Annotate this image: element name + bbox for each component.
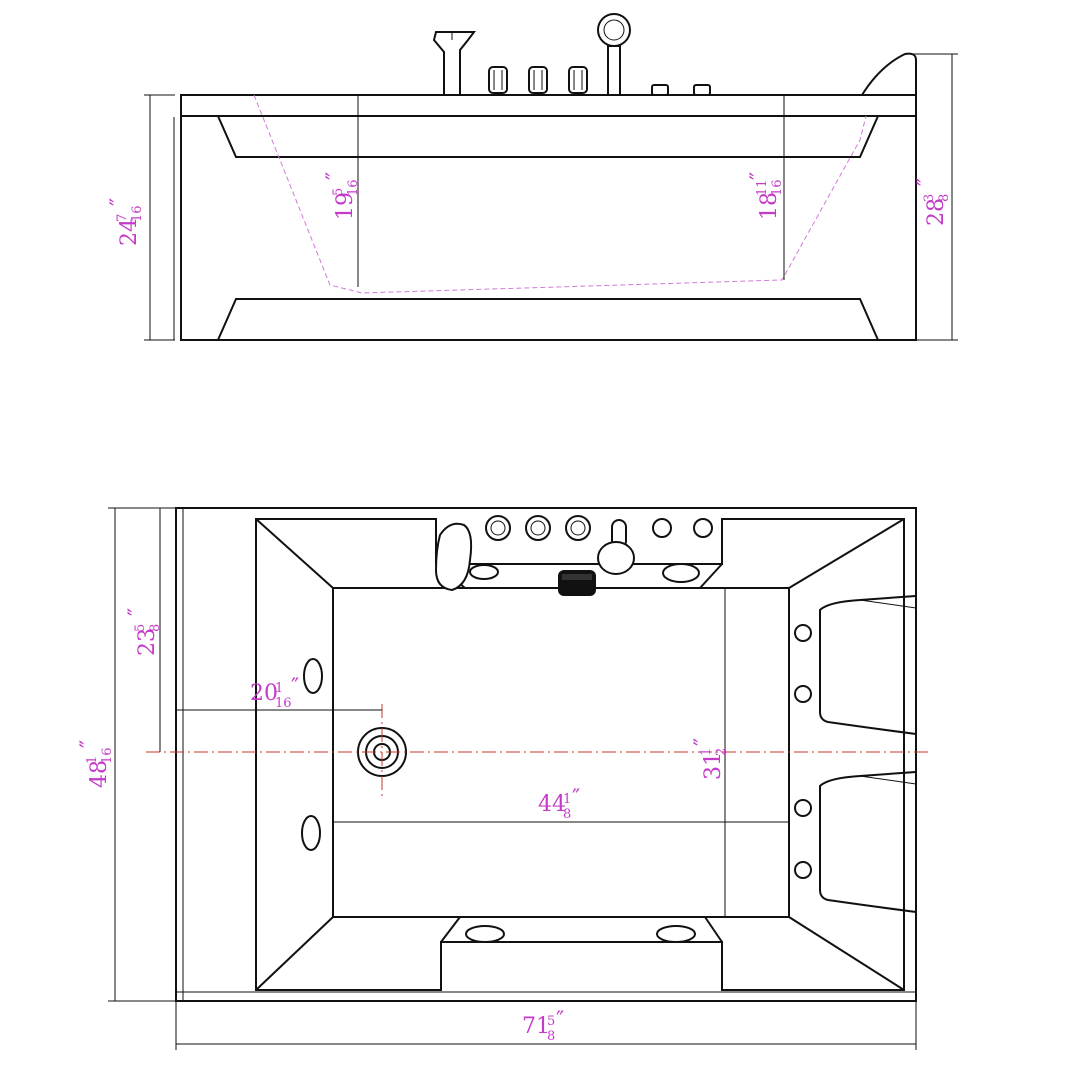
label-overall-height: 24 7 16 ″ [107,198,145,246]
interior-hidden-line [253,94,867,294]
control-knob-icon [488,66,508,94]
faucet-top-icon [434,522,473,592]
tub-body-side [180,94,917,341]
svg-text:11: 11 [755,179,770,196]
label-drain-offset-x: 20 1 16 ″ [250,675,299,711]
svg-text:20: 20 [250,681,278,706]
svg-text:24: 24 [117,218,142,246]
jet-nozzle-icon [465,925,505,943]
control-button-icon [693,84,711,96]
control-knob-icon [485,515,511,541]
svg-text:″: ″ [914,178,939,186]
svg-text:″: ″ [691,738,716,746]
jet-nozzle-icon [662,563,700,583]
jet-nozzle-icon [794,685,812,703]
label-inner-width: 31 1 2 ″ [691,738,729,780]
svg-text:2: 2 [714,748,729,756]
label-inner-length: 44 1 8 ″ [538,786,580,822]
tub-body-top [175,507,917,1002]
svg-text:1: 1 [563,792,571,807]
svg-text:″: ″ [572,786,580,811]
svg-text:3: 3 [922,194,937,202]
control-knob-icon [568,66,588,94]
label-overall-width: 48 1 16 ″ [77,740,115,788]
spout-faucet-icon [432,31,476,96]
svg-text:16: 16 [770,179,785,196]
headrest-pillow [819,594,917,736]
svg-text:″: ″ [747,172,772,180]
label-depth-right: 18 11 16 ″ [747,172,785,220]
label-overall-length: 71 5 8 ″ [522,1008,564,1044]
dim-overall-width [108,507,176,1002]
svg-text:16: 16 [275,696,292,711]
svg-text:16: 16 [130,205,145,222]
svg-text:16: 16 [100,747,115,764]
hand-shower-top-icon [597,519,635,575]
svg-text:8: 8 [547,1029,555,1044]
upper-apron-panel [216,115,880,158]
control-knob-icon [565,515,591,541]
control-button-icon [652,518,672,538]
svg-text:7: 7 [115,214,130,222]
control-button-icon [651,84,669,96]
svg-text:1: 1 [699,748,714,756]
label-depth-left: 19 5 16 ″ [323,172,361,220]
overflow-drain-icon [558,570,596,596]
jet-nozzle-icon [301,815,321,851]
control-knob-icon [528,66,548,94]
svg-text:5: 5 [133,624,148,632]
svg-text:8: 8 [563,807,571,822]
svg-text:5: 5 [331,188,346,196]
svg-text:44: 44 [538,792,566,817]
svg-text:1: 1 [85,756,100,764]
jet-nozzle-icon [794,624,812,642]
svg-text:″: ″ [107,198,132,206]
svg-text:31: 31 [701,752,726,780]
headrest-side [861,52,917,96]
svg-text:″: ″ [77,740,102,748]
svg-text:8: 8 [148,624,163,632]
dim-overall-height [144,94,175,341]
svg-text:″: ″ [323,172,348,180]
svg-text:″: ″ [291,675,299,700]
svg-text:″: ″ [125,608,150,616]
svg-text:23: 23 [135,628,160,656]
svg-text:28: 28 [924,198,949,226]
lower-apron-panel [216,298,880,341]
control-button-icon [693,518,713,538]
label-drain-offset-y: 23 5 8 ″ [125,608,163,656]
dim-overall-length [175,1001,917,1050]
svg-text:1: 1 [275,681,283,696]
label-height-headrest: 28 3 8 ″ [914,178,952,226]
svg-text:71: 71 [522,1014,550,1039]
side-view: 24 7 16 ″ 19 5 16 ″ 18 11 16 ″ 28 3 8 ″ [107,13,958,341]
svg-text:″: ″ [556,1008,564,1033]
control-knob-icon [525,515,551,541]
jet-nozzle-icon [303,658,323,694]
svg-text:16: 16 [346,179,361,196]
svg-text:8: 8 [937,194,952,202]
svg-text:18: 18 [757,192,782,220]
hand-shower-icon [597,13,631,96]
svg-text:19: 19 [333,192,358,220]
dim-height-headrest [910,53,958,341]
headrest-pillow [819,770,917,914]
svg-text:5: 5 [547,1014,555,1029]
jet-nozzle-icon [794,799,812,817]
top-view: 48 1 16 ″ 23 5 8 ″ 20 1 16 ″ 31 1 2 ″ 44… [77,507,928,1050]
jet-nozzle-icon [794,861,812,879]
svg-text:48: 48 [87,760,112,788]
jet-nozzle-icon [656,925,696,943]
filter-icon [469,564,499,580]
